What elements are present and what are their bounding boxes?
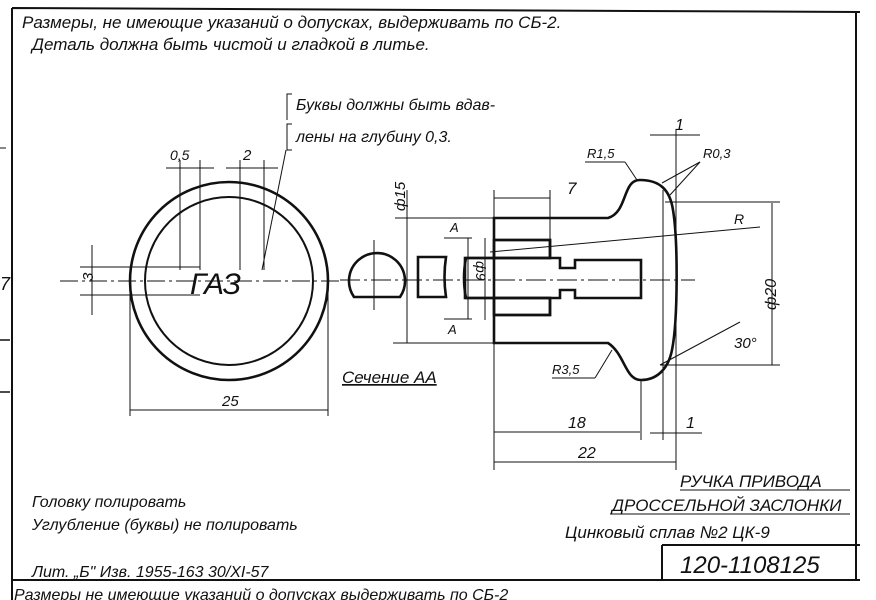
revision-note: Лит. „Б" Изв. 1955-163 30/XI-57 [31, 564, 270, 581]
dim-25: 25 [221, 393, 239, 410]
radius-r: R [734, 211, 744, 227]
material: Цинковый сплав №2 ЦК-9 [565, 523, 770, 542]
note-letters-2: лены на глубину 0,3. [295, 129, 452, 146]
note-polish-head: Головку полировать [32, 494, 186, 511]
dim-2: 2 [242, 147, 252, 164]
dim-22: 22 [577, 445, 596, 462]
title-block [610, 489, 860, 580]
dim-phi15: ф15 [392, 181, 409, 211]
head-front-view [60, 149, 340, 416]
part-number: 120-1108125 [680, 552, 820, 579]
section-aa [347, 240, 448, 310]
angle-30: 30° [734, 335, 757, 352]
section-label: Сечение АА [342, 368, 437, 387]
radius-0-3: R0,3 [703, 146, 731, 161]
dim-0-5: 0,5 [170, 147, 190, 163]
dim-phi9: ф9 [473, 261, 489, 281]
radius-1-5: R1,5 [587, 146, 615, 161]
note-no-polish: Углубление (буквы) не полировать [31, 517, 298, 534]
dim-18: 18 [568, 415, 586, 432]
drawing-frame [0, 7, 861, 600]
part-name-line2: ДРОССЕЛЬНОЙ ЗАСЛОНКИ [610, 495, 842, 515]
section-mark-a-bottom: А [447, 322, 457, 337]
radius-3-5: R3,5 [552, 362, 580, 377]
dim-phi20: ф20 [763, 279, 780, 310]
note-casting: Деталь должна быть чистой и гладкой в ли… [30, 35, 430, 54]
left-edge-mark: 7 [0, 274, 11, 294]
note-tolerances: Размеры, не имеющие указаний о допусках,… [22, 13, 561, 32]
dim-7: 7 [567, 179, 577, 198]
note-letters-1: Буквы должны быть вдав- [296, 97, 495, 114]
dim-3: 3 [80, 272, 97, 281]
dim-1-bottom: 1 [686, 415, 695, 432]
handle-section-view [340, 130, 780, 470]
emboss-text: ГАЗ [190, 268, 241, 301]
section-mark-a-top: А [449, 220, 459, 235]
bottom-cut-note: Размеры не имеющие указаний о допусках в… [14, 587, 508, 600]
dim-1-top: 1 [675, 117, 684, 134]
part-name-line1: РУЧКА ПРИВОДА [680, 472, 822, 491]
